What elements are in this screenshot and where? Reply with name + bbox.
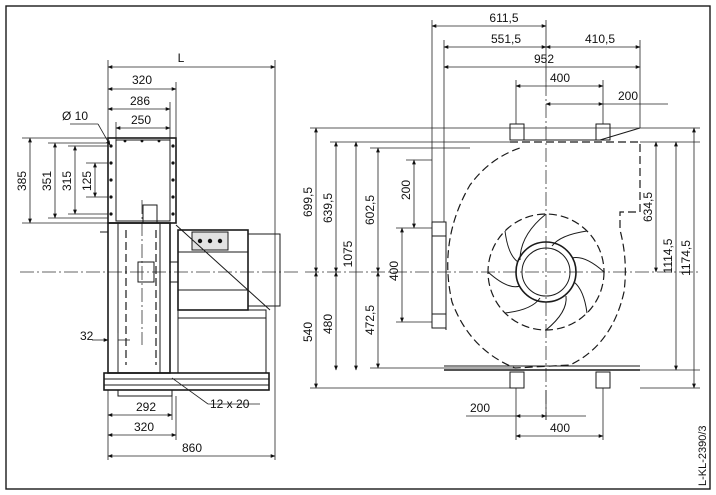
dim-480: 480	[321, 314, 335, 334]
dim-952: 952	[534, 52, 554, 66]
dim-1114-5: 1114,5	[661, 238, 675, 273]
dim-639-5: 639,5	[321, 193, 335, 223]
dim-860: 860	[182, 441, 202, 455]
impeller-blades	[487, 213, 605, 331]
dim-540: 540	[301, 322, 315, 342]
drawing-id: L-KL-2390/3	[697, 425, 709, 486]
side-view: L 320 286 250 Ø 10 385 351 315 125	[15, 51, 300, 460]
dim-200-top: 200	[618, 89, 638, 103]
front-view: 611,5 551,5 410,5 952 400 200 699,5 639,…	[301, 11, 700, 440]
dim-1075: 1075	[341, 240, 355, 267]
dim-286: 286	[130, 94, 150, 108]
dim-351: 351	[40, 171, 54, 191]
dim-dia10: Ø 10	[62, 109, 88, 123]
dim-320-top: 320	[132, 73, 152, 87]
dim-32: 32	[80, 329, 94, 343]
dim-1174-5: 1174,5	[679, 240, 693, 276]
dim-472-5: 472,5	[363, 305, 377, 335]
dim-410-5: 410,5	[585, 32, 615, 46]
dim-400-top: 400	[550, 71, 570, 85]
dim-611-5: 611,5	[489, 11, 518, 25]
dim-400-bottom: 400	[550, 421, 570, 435]
dim-634-5: 634,5	[641, 192, 655, 222]
dim-400-vert: 400	[387, 261, 401, 281]
dim-125: 125	[80, 171, 94, 191]
dim-L: L	[178, 51, 185, 65]
dim-200-bottom: 200	[470, 401, 490, 415]
dim-385: 385	[15, 171, 29, 191]
dim-699-5: 699,5	[301, 187, 315, 217]
dim-250: 250	[131, 113, 151, 127]
dim-200-vert: 200	[399, 180, 413, 200]
dim-holes: 12 x 20	[210, 397, 250, 411]
dim-292: 292	[136, 400, 156, 414]
dim-602-5: 602,5	[363, 195, 377, 225]
dim-315: 315	[60, 171, 74, 191]
drawing-frame	[5, 5, 711, 490]
dim-551-5: 551,5	[491, 32, 521, 46]
dim-320-bottom: 320	[134, 420, 154, 434]
